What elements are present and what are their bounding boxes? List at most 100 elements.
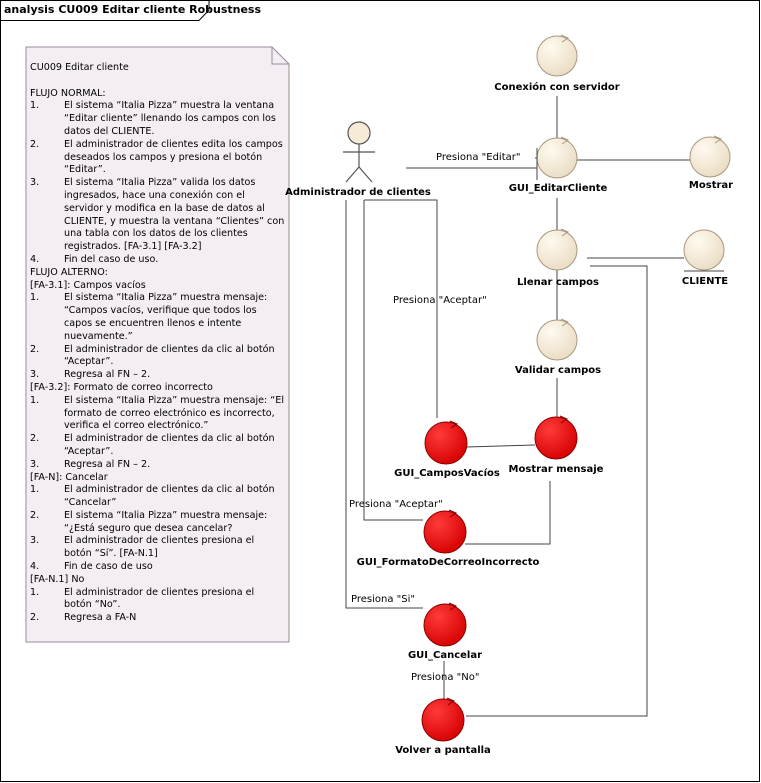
frame-title: analysis CU009 Editar cliente Robustness (4, 3, 262, 16)
control-mostrar-icon (689, 135, 731, 178)
note-box (25, 46, 290, 643)
message-presiona-aceptar-1: Presiona "Aceptar" (393, 295, 487, 306)
connectors (345, 96, 690, 717)
note-line-text: “Campos vacíos, verifique que todos los (64, 305, 257, 317)
note-line: [FA-3.1]: Campos vacíos (30, 280, 285, 293)
note-line: 1.El administrador de clientes presiona … (30, 587, 285, 600)
connector-aceptar2 (363, 200, 423, 521)
note-line: servidor y modifica en la base de datos … (30, 203, 285, 216)
label-llenar-campos: Llenar campos (517, 277, 599, 288)
note-line: [FA-N.1] No (30, 574, 285, 587)
note-line-text: nuevamente.” (64, 330, 133, 342)
note-line: deseados los campos y presiona el botón (30, 152, 285, 165)
label-mostrar-mensaje: Mostrar mensaje (508, 464, 604, 475)
note-line: 1.El administrador de clientes da clic a… (30, 484, 285, 497)
note-line-text: Regresa al FN – 2. (64, 369, 151, 381)
note-line-text: FLUJO NORMAL: (30, 87, 106, 99)
gui-cancelar-icon (423, 602, 467, 647)
connector-aceptar1 (364, 199, 438, 418)
note-line: 1.El sistema “Italia Pizza” muestra mens… (30, 395, 285, 408)
note-line: “Aceptar”. (30, 356, 285, 369)
label-gui-formato-correo: GUI_FormatoDeCorreoIncorrecto (356, 557, 540, 568)
note-line-text: “Cancelar” (64, 497, 117, 509)
label-conexion-servidor: Conexión con servidor (494, 82, 620, 93)
note-line-text: [FA-N]: Cancelar (30, 471, 108, 483)
note-line: datos del CLIENTE. (30, 126, 285, 139)
frame-tab (0, 0, 210, 21)
note-line-text: [FA-3.1]: Campos vacíos (30, 279, 146, 291)
note-line-text: El administrador de clientes da clic al … (64, 343, 275, 355)
note-line: [FA-3.2]: Formato de correo incorrecto (30, 382, 285, 395)
note-line-text: deseados los campos y presiona el botón (64, 151, 263, 163)
note-line-text: “¿Está seguro que desea cancelar? (64, 522, 233, 534)
note-line-text: [FA-3.2]: Formato de correo incorrecto (30, 381, 213, 393)
note-line: capos se encuentren llenos e intente (30, 318, 285, 331)
note-line-text: datos del CLIENTE. (64, 125, 155, 137)
note-line-number: 2. (30, 509, 40, 521)
message-presiona-aceptar-2: Presiona "Aceptar" (349, 499, 443, 510)
note-line-text: botón “Sí”. [FA-N.1] (64, 548, 158, 560)
note-line-text: botón “No”. (64, 599, 121, 611)
note-line-text: Regresa a FA-N (64, 612, 137, 624)
note-line-text: El administrador de clientes edita los c… (64, 138, 283, 150)
label-gui-cancelar: GUI_Cancelar (407, 650, 483, 661)
note-line-text: El sistema “Italia Pizza” muestra la ven… (64, 100, 275, 112)
note-line-number: 2. (30, 433, 40, 445)
note-line-number: 1. (30, 586, 40, 598)
note-line: 2. El administrador de clientes da clic a… (30, 344, 285, 357)
note-line-text: [FA-N.1] No (30, 573, 85, 585)
note-line-text: Fin de caso de uso (64, 561, 153, 573)
note-line-text: verifica el correo electrónico.” (64, 420, 209, 432)
note-line: 2. El administrador de clientes edita los… (30, 139, 285, 152)
note-line: “Cancelar” (30, 497, 285, 510)
note-line-text: Regresa al FN – 2. (64, 458, 151, 470)
note-line: 3.Regresa al FN – 2. (30, 459, 285, 472)
note-line: “Campos vacíos, verifique que todos los (30, 305, 285, 318)
note-line: “Editar”. (30, 164, 285, 177)
note-line-number: 2. (30, 343, 40, 355)
note-line-text: “Aceptar”. (64, 356, 114, 368)
note-line: botón “No”. (30, 599, 285, 612)
note-line: “¿Está seguro que desea cancelar? (30, 523, 285, 536)
actor-icon (343, 121, 375, 183)
label-actor: Administrador de clientes (285, 187, 431, 198)
note-line: FLUJO NORMAL: (30, 88, 285, 101)
entity-cliente-icon (683, 229, 725, 272)
note-line: 3.El sistema “Italia Pizza” valida los d… (30, 177, 285, 190)
control-conexion-icon (536, 34, 578, 77)
note-line: FLUJO ALTERNO: (30, 267, 285, 280)
note-line-number: 2. (30, 138, 40, 150)
note-line-text: Fin del caso de uso. (64, 253, 159, 265)
note-line: CU009 Editar cliente (30, 62, 285, 75)
note-line-text: “Editar”. (64, 164, 106, 176)
label-volver-pantalla: Volver a pantalla (395, 745, 491, 756)
note-line-text: servidor y modifica en la base de datos … (64, 202, 265, 214)
control-validar-campos-icon (536, 318, 578, 361)
note-line-text: registrados. [FA-3.1] [FA-3.2] (64, 241, 202, 253)
note-line-text: El sistema “Italia Pizza” valida los dat… (64, 177, 256, 189)
note-line: ingresados, hace una conexión con el (30, 190, 285, 203)
note-line-text: capos se encuentren llenos e intente (64, 317, 242, 329)
note-line-text: CU009 Editar cliente (30, 62, 129, 73)
note-line-number: 1. (30, 292, 40, 304)
note-line-text: El administrador de clientes da clic al … (64, 484, 275, 496)
note-line-text: CLIENTE, y muestra la ventana “Clientes”… (64, 215, 285, 227)
note-line: “Editar cliente” llenando los campos con… (30, 113, 285, 126)
note-line: 1. El sistema “Italia Pizza” muestra mens… (30, 292, 285, 305)
note-line (30, 75, 285, 88)
note-line-text: El sistema “Italia Pizza” muestra mensaj… (64, 509, 268, 521)
gui-formato-correo-icon (423, 509, 467, 554)
note-line-text: ingresados, hace una conexión con el (64, 189, 245, 201)
note-line-text: FLUJO ALTERNO: (30, 266, 108, 278)
note-line: 1. El sistema “Italia Pizza” muestra la v… (30, 100, 285, 113)
note-line-number: 4. (30, 561, 40, 573)
note-line-text: El sistema “Italia Pizza” muestra mensaj… (64, 394, 285, 406)
label-cliente: CLIENTE (681, 276, 729, 287)
note-line: una tabla con los datos de los clientes (30, 228, 285, 241)
note-line-text: El sistema “Italia Pizza” muestra mensaj… (64, 292, 268, 304)
note-line-number: 1. (30, 100, 40, 112)
connector-formato-mensaje (465, 481, 551, 545)
note-line: 2.El administrador de clientes da clic a… (30, 433, 285, 446)
note-line: 4. Fin de caso de uso (30, 561, 285, 574)
